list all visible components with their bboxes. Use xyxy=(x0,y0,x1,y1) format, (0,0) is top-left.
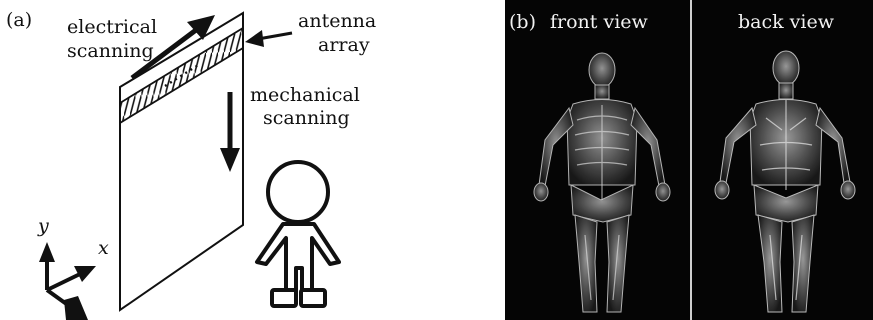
axis-y-label: y xyxy=(38,215,49,237)
antenna-array-label-line1: antenna xyxy=(298,10,376,32)
electrical-scanning-label-line2: scanning xyxy=(67,40,154,62)
person-right-foot xyxy=(301,290,325,306)
axis-x-label: x xyxy=(98,237,109,259)
panel-b-scan-images: (b) front view xyxy=(505,0,873,320)
person-body xyxy=(257,224,339,292)
panel-b-tag: (b) xyxy=(509,11,536,33)
person-head xyxy=(268,162,328,222)
antenna-pointer-arrow xyxy=(245,30,292,47)
electrical-scanning-label-line1: electrical xyxy=(67,16,157,38)
back-view-label: back view xyxy=(738,11,834,33)
front-view-label: front view xyxy=(550,11,648,33)
person-left-foot xyxy=(272,290,296,306)
antenna-array-label-line2: array xyxy=(318,34,370,56)
panel-a-schematic: (a) electrical scanning antenna array me… xyxy=(0,0,495,320)
back-view-body-image xyxy=(692,0,873,320)
mechanical-scanning-label-line1: mechanical xyxy=(250,84,360,106)
panel-a-tag: (a) xyxy=(6,9,32,31)
front-view-image: (b) front view xyxy=(505,0,690,320)
back-view-image: back view xyxy=(692,0,873,320)
person-figure xyxy=(257,162,339,306)
front-view-body-image xyxy=(505,0,690,320)
mechanical-scanning-label-line2: scanning xyxy=(263,107,350,129)
coordinate-axes xyxy=(39,242,96,320)
